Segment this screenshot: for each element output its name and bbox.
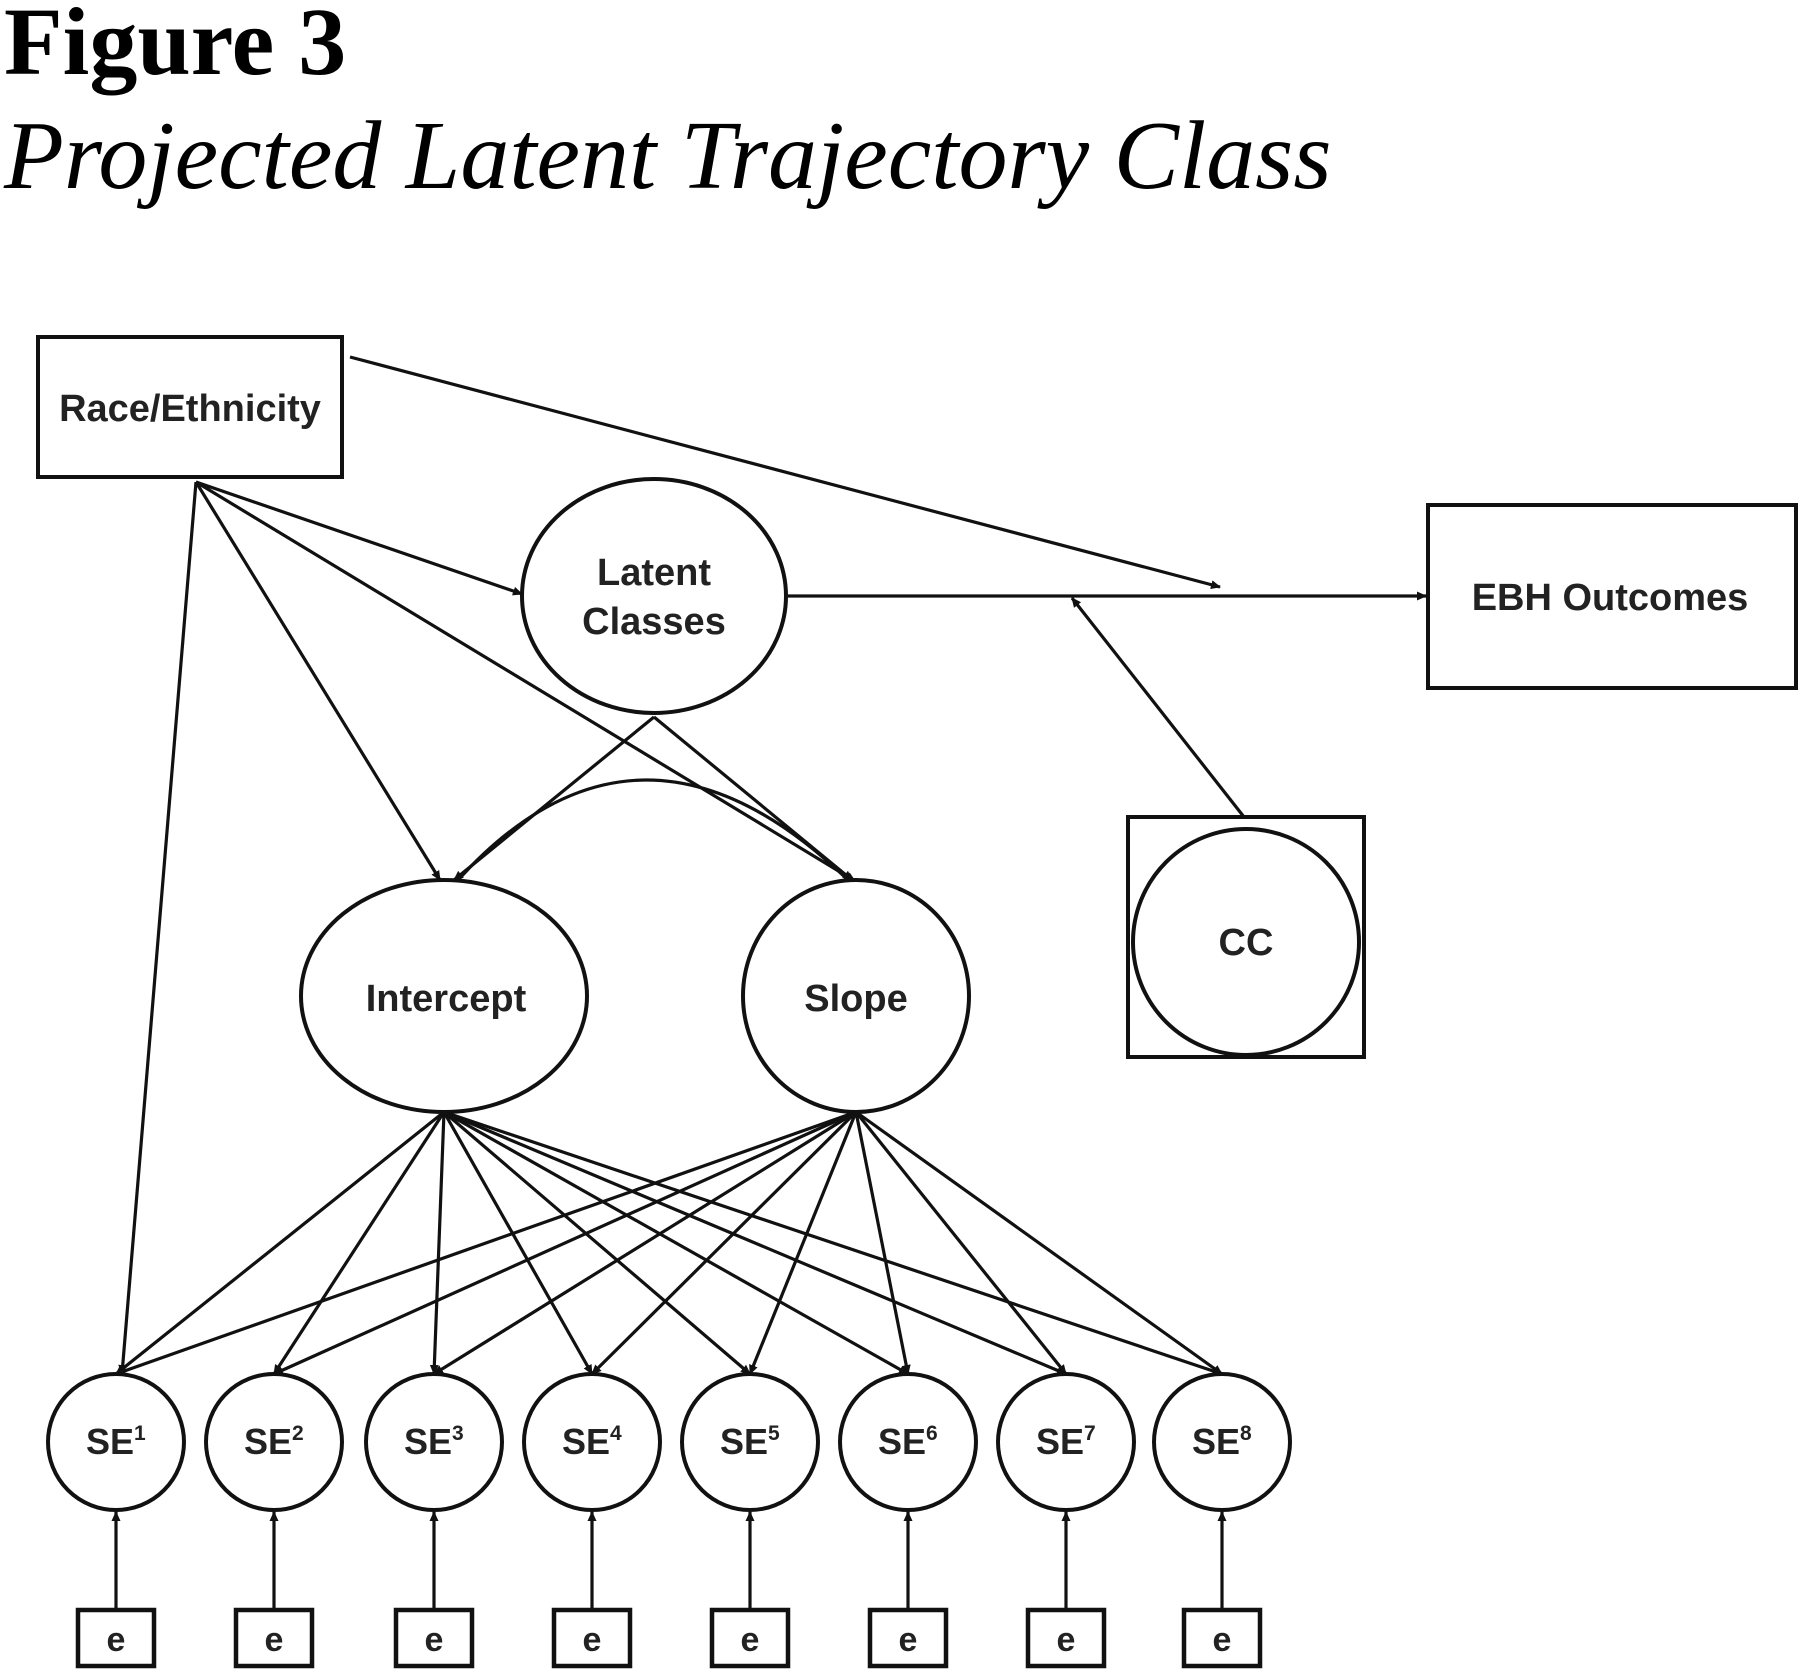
intercept-to-se7-edge [443, 1110, 1067, 1376]
intercept-to-se1-edge [115, 1110, 445, 1376]
intercept-to-se6-edge [443, 1110, 909, 1376]
se4-base-text: SE [562, 1421, 610, 1462]
slope-to-se2-edge [273, 1110, 857, 1376]
slope-ellipse [741, 878, 971, 1114]
slope-to-se3-edge [433, 1110, 857, 1376]
error-box-7 [1025, 1607, 1107, 1669]
se1-superscript: 1 [134, 1422, 146, 1445]
race-to-latent-edge [195, 480, 523, 596]
se1-circle [46, 1372, 186, 1512]
nodes [36, 335, 1798, 1114]
se5-base-text: SE [720, 1421, 768, 1462]
race-to-outcomes-edge [349, 355, 1221, 590]
se2-superscript: 2 [292, 1422, 304, 1445]
latent-classes-label-line2: Classes [582, 601, 726, 643]
error-box-5 [709, 1607, 791, 1669]
se8-superscript: 8 [1240, 1422, 1252, 1445]
error-label-1: e [107, 1621, 126, 1659]
intercept-label: Intercept [366, 978, 527, 1020]
se5-circle [680, 1372, 820, 1512]
error-box-4 [551, 1607, 633, 1669]
se7-superscript: 7 [1084, 1422, 1096, 1445]
error-box-8 [1181, 1607, 1263, 1669]
error-box-3 [393, 1607, 475, 1669]
se3-superscript: 3 [452, 1422, 464, 1445]
se5-label: SE5 [720, 1421, 780, 1462]
intercept-to-se4-edge [442, 1111, 594, 1375]
latent-classes-ellipse [520, 477, 788, 715]
error-label-2: e [265, 1621, 284, 1659]
se8-circle [1152, 1372, 1292, 1512]
slope-to-se5-edge [748, 1111, 858, 1375]
se7-circle [996, 1372, 1136, 1512]
cc-to-path-edge [1070, 597, 1246, 818]
latent-classes-label-line1: Latent [597, 552, 711, 594]
slope-to-se6-edge [854, 1111, 911, 1375]
ebh-outcomes-box [1426, 503, 1798, 690]
se6-superscript: 6 [926, 1422, 938, 1445]
intercept-to-se5-edge [442, 1110, 752, 1376]
figure-title: Projected Latent Trajectory Class [4, 102, 1332, 210]
se6-circle [838, 1372, 978, 1512]
se6-base-text: SE [878, 1421, 926, 1462]
se4-circle [522, 1372, 662, 1512]
slope-label: Slope [804, 978, 907, 1020]
se2-label: SE2 [244, 1421, 304, 1462]
se6-label: SE6 [878, 1421, 938, 1462]
race-ethnicity-label: Race/Ethnicity [59, 388, 321, 430]
se5-superscript: 5 [768, 1422, 780, 1445]
race-to-intercept-edge [194, 481, 442, 881]
error-label-8: e [1213, 1621, 1232, 1659]
figure-number: Figure 3 [4, 0, 347, 95]
se1-label: SE1 [86, 1421, 146, 1462]
intercept-slope-covariance-curve [456, 778, 850, 882]
error-label-7: e [1057, 1621, 1076, 1659]
slope-to-se7-edge [854, 1110, 1068, 1376]
se7-label: SE7 [1036, 1421, 1096, 1462]
error-label-3: e [425, 1621, 444, 1659]
error-box-2 [233, 1607, 315, 1669]
cc-circle [1131, 827, 1361, 1057]
se8-label: SE8 [1192, 1421, 1252, 1462]
se3-circle [364, 1372, 504, 1512]
latent-to-intercept-edge [452, 715, 656, 882]
edges [111, 355, 1427, 1608]
intercept-to-se2-edge [272, 1111, 446, 1375]
error-box-6 [867, 1607, 949, 1669]
se8-base-text: SE [1192, 1421, 1240, 1462]
race-ethnicity-box [36, 335, 344, 479]
cc-label: CC [1219, 922, 1274, 964]
slope-to-se4-edge [590, 1110, 858, 1376]
se4-superscript: 4 [610, 1422, 622, 1445]
slope-to-se8-edge [855, 1110, 1223, 1376]
race-to-se1-edge [118, 481, 198, 1375]
error-label-4: e [583, 1621, 602, 1659]
se4-label: SE4 [562, 1421, 622, 1462]
intercept-ellipse [299, 878, 589, 1114]
error-label-5: e [741, 1621, 760, 1659]
error-box-1 [75, 1607, 157, 1669]
se3-label: SE3 [404, 1421, 464, 1462]
se2-base-text: SE [244, 1421, 292, 1462]
intercept-to-se3-edge [429, 1111, 446, 1375]
se7-base-text: SE [1036, 1421, 1084, 1462]
se2-circle [204, 1372, 344, 1512]
error-label-6: e [899, 1621, 918, 1659]
intercept-to-se8-edge [443, 1110, 1223, 1376]
se3-base-text: SE [404, 1421, 452, 1462]
race-to-slope-edge [195, 480, 856, 883]
slope-to-se1-edge [115, 1110, 857, 1376]
ebh-outcomes-label: EBH Outcomes [1472, 577, 1749, 619]
se1-base-text: SE [86, 1421, 134, 1462]
